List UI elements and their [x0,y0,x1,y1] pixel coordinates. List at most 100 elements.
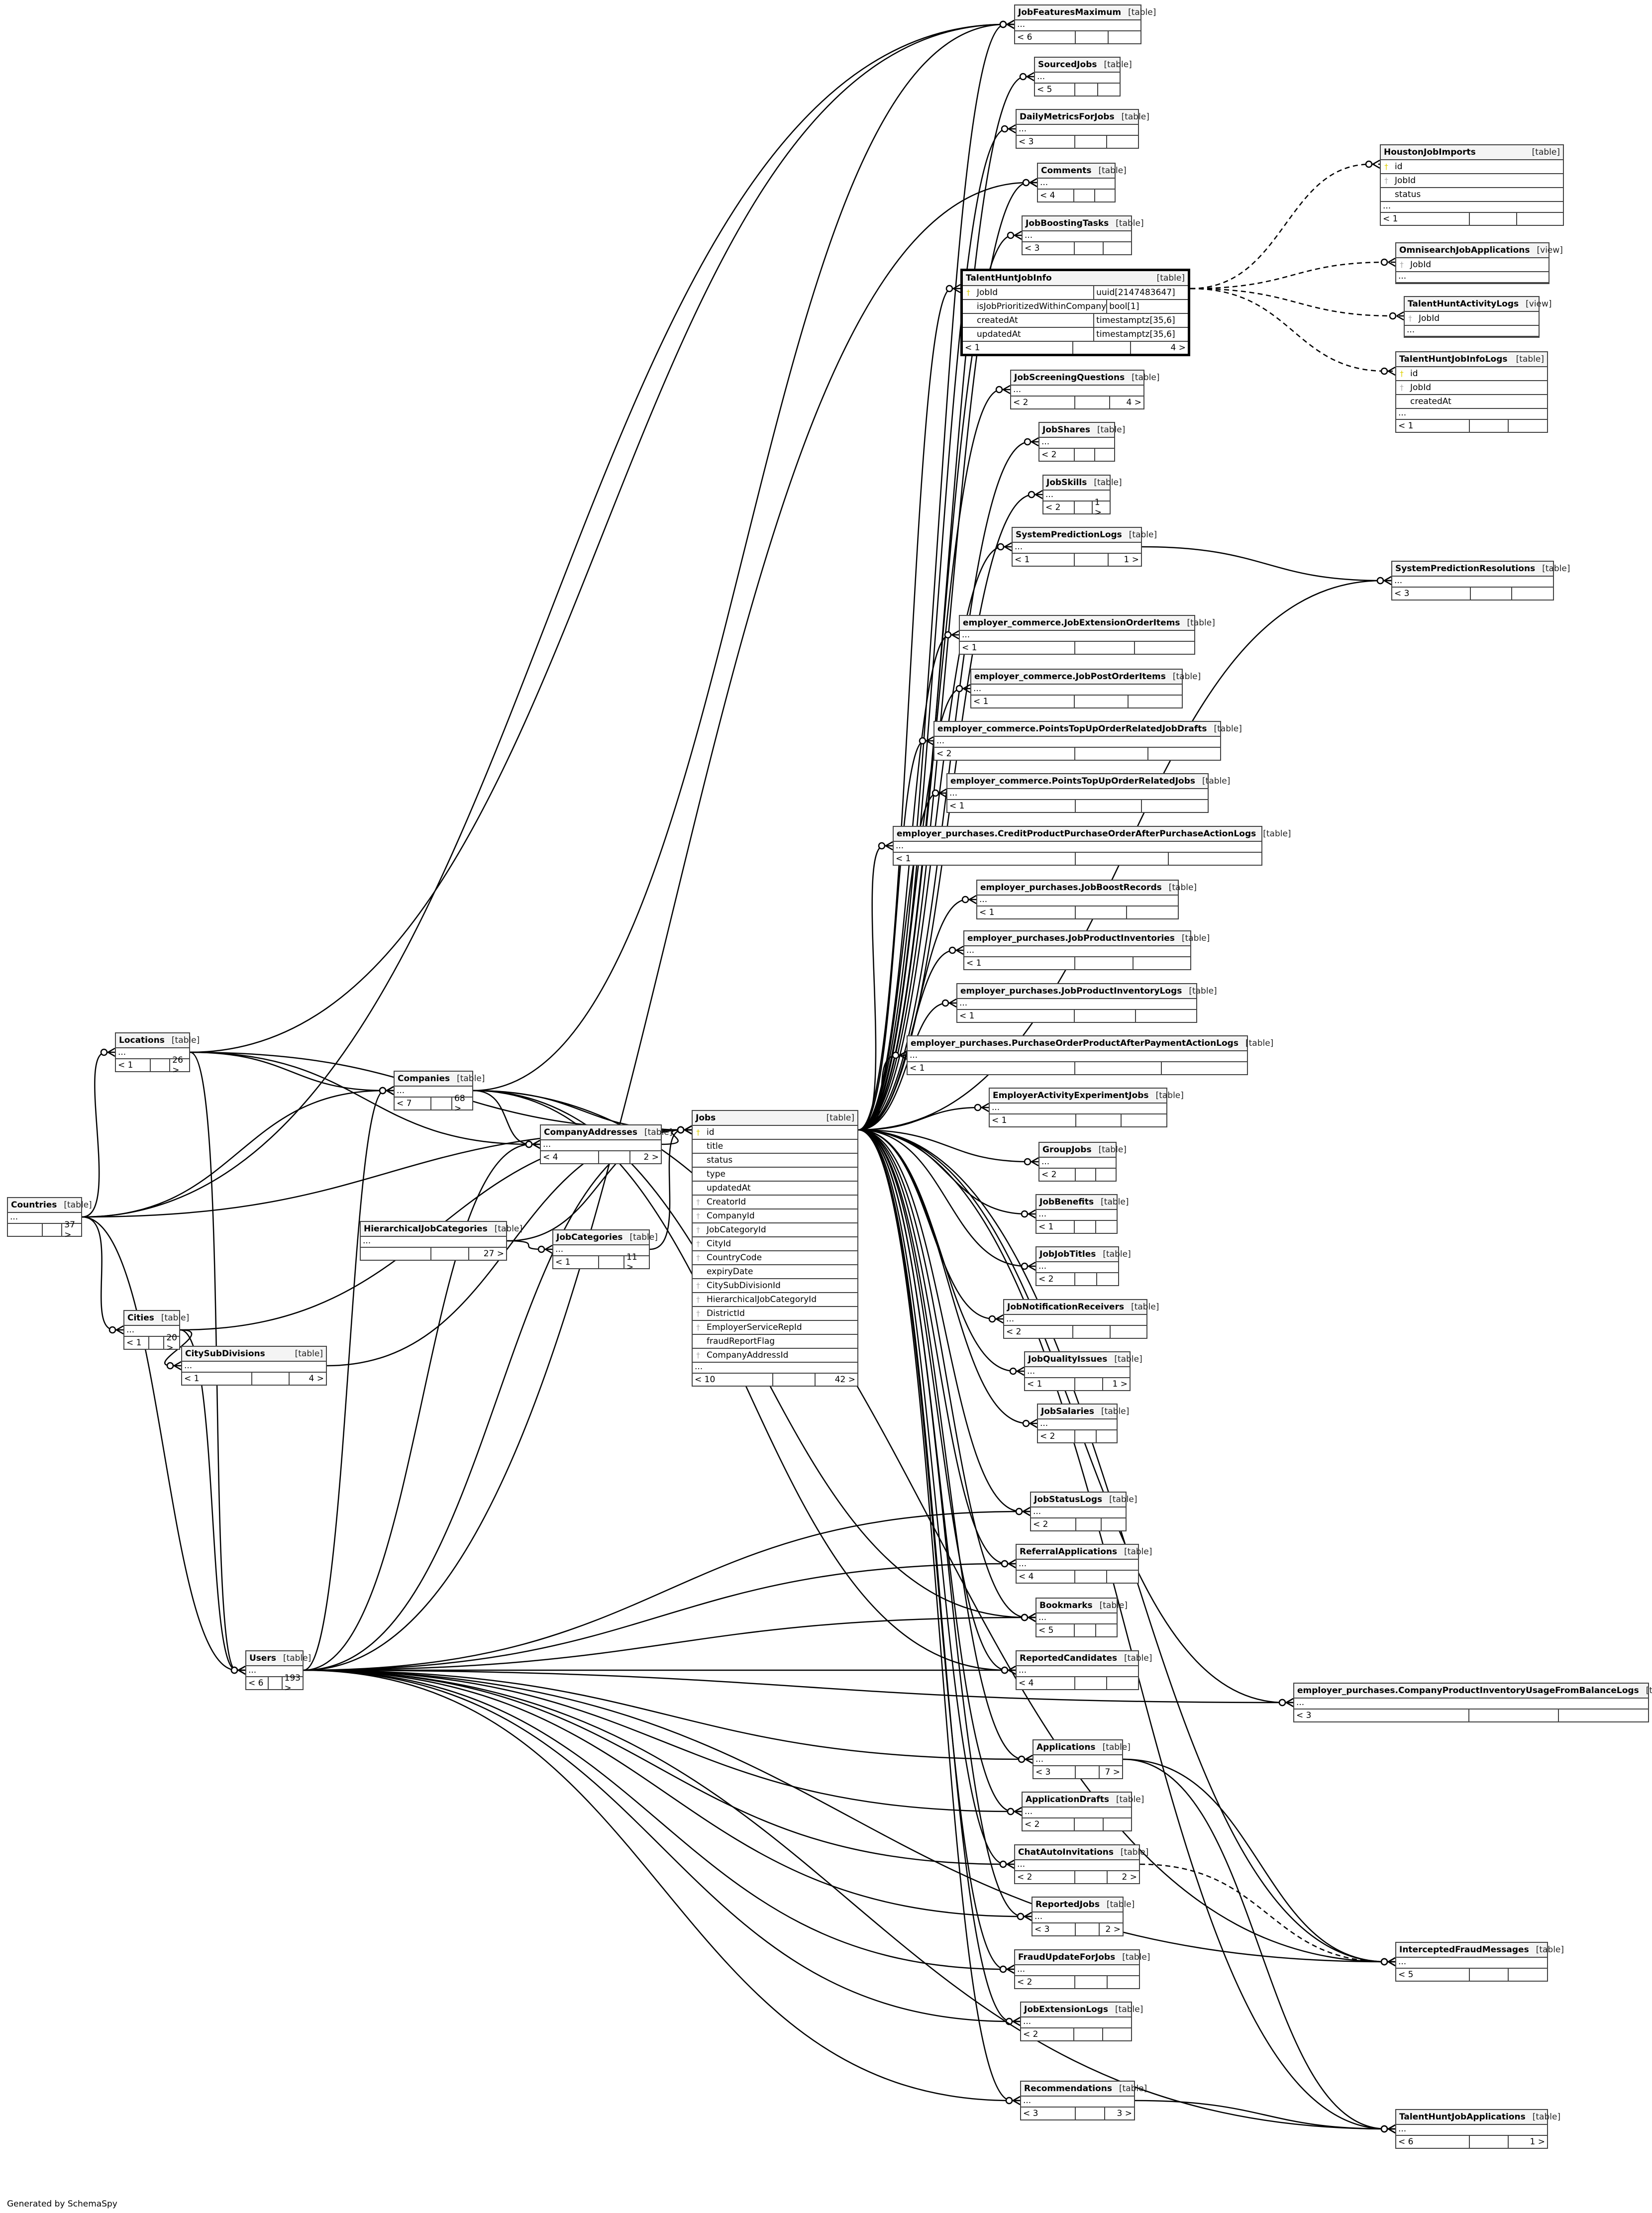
parents-count[interactable]: < 1 [979,907,995,917]
table-job-job-titles[interactable]: JobJobTitles[table]...< 2 [1035,1246,1131,1286]
table-referral-applications[interactable]: ReferralApplications[table]...< 4 [1016,1544,1152,1584]
table-name[interactable]: ReportedCandidates [1020,1653,1118,1663]
table-header[interactable]: DailyMetricsForJobs[table] [1017,110,1149,125]
children-count[interactable] [1096,1273,1118,1285]
table-header[interactable]: ChatAutoInvitations[table] [1015,1845,1148,1860]
table-name[interactable]: Countries [11,1200,57,1210]
table-header[interactable]: TalentHuntJobApplications[table] [1396,2110,1560,2125]
more-columns[interactable]: ... [1038,1419,1117,1430]
table-name[interactable]: TalentHuntJobInfo [966,273,1052,283]
table-header[interactable]: employer_commerce.PointsTopUpOrderRelate… [934,722,1242,737]
table-header[interactable]: JobFeaturesMaximum[table] [1015,5,1156,20]
table-name[interactable]: Locations [119,1035,165,1045]
table-name[interactable]: JobBenefits [1039,1197,1094,1207]
column-row[interactable]: status [693,1154,857,1168]
parents-count[interactable]: < 6 [1398,2137,1414,2147]
table-header[interactable]: JobSkills[table] [1043,476,1122,491]
table-fraud-update-for-jobs[interactable]: FraudUpdateForJobs[table]...< 2 [1014,1949,1150,1989]
table-header[interactable]: CompanyAddresses[table] [541,1125,672,1140]
table-header[interactable]: JobStatusLogs[table] [1031,1493,1137,1508]
children-count[interactable] [1508,1969,1547,1981]
table-name[interactable]: Users [249,1653,276,1663]
children-count[interactable] [1102,242,1132,254]
table-name[interactable]: HierarchicalJobCategories [364,1224,488,1234]
table-name[interactable]: JobCategories [556,1232,623,1242]
parents-count[interactable]: < 2 [1013,398,1029,407]
table-name[interactable]: employer_purchases.PurchaseOrderProductA… [911,1038,1239,1048]
parents-count[interactable]: < 1 [949,801,965,811]
more-columns[interactable]: ... [894,842,1261,853]
table-job-notification-receivers[interactable]: JobNotificationReceivers[table]...< 2 [1003,1299,1159,1339]
children-count[interactable]: 11 > [623,1252,649,1272]
table-header[interactable]: employer_purchases.JobBoostRecords[table… [977,881,1197,896]
more-columns[interactable]: ... [1023,1808,1131,1818]
children-count[interactable] [1108,31,1140,43]
table-name[interactable]: employer_purchases.JobBoostRecords [980,883,1162,893]
table-name[interactable]: TalentHuntJobInfoLogs [1399,354,1508,364]
children-count[interactable]: 2 > [1106,1871,1139,1883]
table-header[interactable]: CitySubDivisions[table] [182,1347,326,1362]
parents-count[interactable]: < 1 [555,1257,571,1267]
more-columns[interactable]: ... [1035,73,1120,84]
children-count[interactable]: 4 > [288,1373,326,1385]
parents-count[interactable]: < 3 [1025,243,1040,253]
table-header[interactable]: EmployerActivityExperimentJobs[table] [990,1089,1184,1104]
children-count[interactable] [1126,906,1178,918]
column-row[interactable]: †id [1396,367,1547,381]
table-header[interactable]: Countries[table] [8,1198,92,1213]
parents-count[interactable]: < 4 [1019,1572,1034,1582]
parents-count[interactable]: < 2 [1041,450,1057,460]
children-count[interactable] [1106,1571,1138,1583]
children-count[interactable] [1102,2028,1131,2040]
table-name[interactable]: Companies [398,1074,450,1084]
children-count[interactable]: 1 > [1102,1378,1130,1390]
table-header[interactable]: FraudUpdateForJobs[table] [1015,1950,1150,1965]
column-row[interactable]: †CreatorId [693,1196,857,1209]
column-row[interactable]: †CompanyAddressId [693,1349,857,1363]
parents-count[interactable]: < 2 [1033,1519,1048,1529]
column-row[interactable]: createdAt [1396,395,1547,409]
parents-count[interactable] [361,1248,430,1260]
more-columns[interactable]: ... [947,789,1208,800]
more-columns[interactable]: ... [553,1245,649,1256]
more-columns[interactable]: ... [1033,1755,1122,1766]
column-row[interactable]: †HierarchicalJobCategoryId [693,1293,857,1307]
more-columns[interactable]: ... [1011,386,1143,397]
more-columns[interactable]: ... [1017,1560,1138,1571]
more-columns[interactable]: ... [1396,2125,1547,2136]
table-header[interactable]: employer_commerce.PointsTopUpOrderRelate… [947,774,1230,789]
more-columns[interactable]: ... [1396,272,1549,283]
parents-count[interactable]: < 10 [695,1375,716,1385]
children-count[interactable]: 68 > [451,1094,472,1113]
column-row[interactable]: type [693,1168,857,1182]
children-count[interactable]: 42 > [815,1374,857,1386]
column-row[interactable]: status [1381,188,1563,202]
table-name[interactable]: employer_commerce.PointsTopUpOrderRelate… [937,724,1207,734]
table-header[interactable]: Bookmarks[table] [1036,1599,1128,1613]
table-name[interactable]: SourcedJobs [1038,60,1097,70]
table-header[interactable]: JobCategories[table] [553,1230,658,1245]
parents-count[interactable]: < 5 [1038,1625,1054,1635]
column-row[interactable]: †CountryCode [693,1251,857,1265]
children-count[interactable]: 3 > [1104,2108,1134,2119]
parents-count[interactable]: < 2 [1006,1327,1022,1337]
more-columns[interactable]: ... [977,896,1178,906]
children-count[interactable]: 1 > [1091,498,1110,517]
children-count[interactable]: 193 > [281,1673,303,1693]
parents-count[interactable]: < 2 [1025,1819,1040,1829]
table-header[interactable]: Comments[table] [1038,164,1127,179]
table-name[interactable]: JobQualityIssues [1028,1354,1108,1364]
table-header[interactable]: HierarchicalJobCategories[table] [361,1222,522,1237]
table-name[interactable]: JobJobTitles [1039,1249,1096,1259]
table-header[interactable]: ApplicationDrafts[table] [1023,1793,1144,1808]
column-row[interactable]: †CitySubDivisionId [693,1279,857,1293]
parents-count[interactable]: < 1 [184,1374,200,1384]
children-count[interactable]: 4 > [1109,397,1144,408]
parents-count[interactable]: < 7 [397,1099,412,1108]
more-columns[interactable]: ... [246,1666,303,1677]
